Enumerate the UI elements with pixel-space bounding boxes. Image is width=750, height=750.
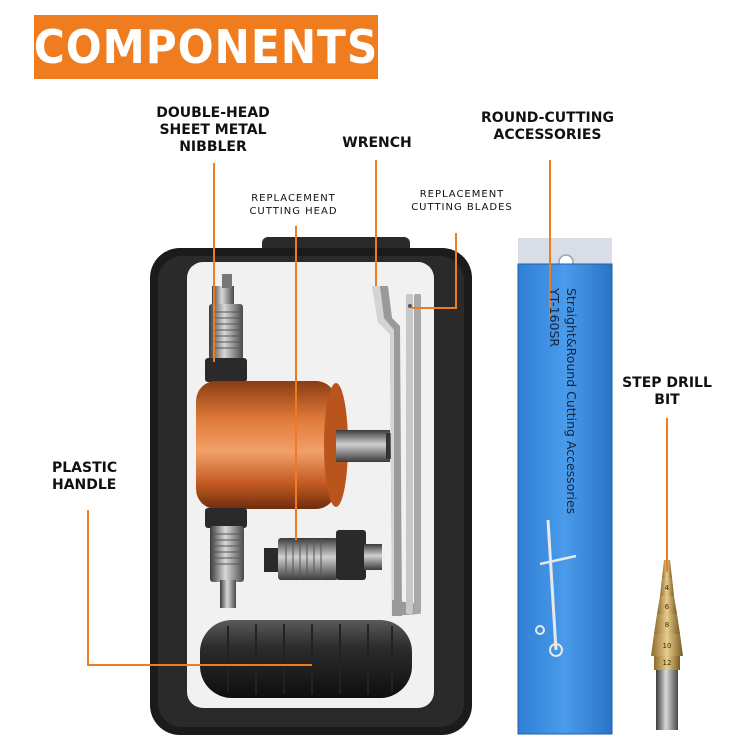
package-line-2: YT-160SR: [547, 288, 562, 348]
label-nibbler-line2: SHEET METAL: [159, 122, 267, 138]
label-round-cutting: ROUND-CUTTING ACCESSORIES: [470, 110, 625, 144]
label-replacement-head: REPLACEMENT CUTTING HEAD: [236, 192, 351, 218]
label-wrench: WRENCH: [342, 135, 412, 151]
step-drill-bit: [651, 560, 683, 730]
components-banner: COMPONENTS: [34, 15, 378, 79]
label-plastic-handle-line2: HANDLE: [52, 477, 117, 493]
plastic-handle: [200, 620, 412, 698]
round-cutting-package: [517, 238, 613, 735]
label-step-drill-line1: STEP DRILL: [622, 375, 712, 391]
replacement-cutting-blades: [406, 294, 421, 614]
label-plastic-handle-line1: PLASTIC: [52, 460, 118, 476]
replacement-cutting-head: [264, 530, 382, 580]
label-replacement-head-line1: REPLACEMENT: [251, 193, 336, 204]
label-round-cutting-line2: ACCESSORIES: [493, 127, 602, 143]
label-round-cutting-line1: ROUND-CUTTING: [481, 110, 614, 126]
drill-mark-10: 10: [663, 642, 672, 650]
drill-size-marks: 4 6 8 10 12: [663, 584, 672, 667]
drill-mark-8: 8: [665, 621, 669, 629]
label-replacement-blades-line1: REPLACEMENT: [419, 189, 505, 200]
label-step-drill: STEP DRILL BIT: [612, 375, 722, 409]
label-replacement-head-line2: CUTTING HEAD: [249, 206, 338, 217]
label-replacement-blades: REPLACEMENT CUTTING BLADES: [402, 188, 522, 214]
nibbler-tool: [196, 274, 394, 608]
leader-lines: [87, 160, 668, 666]
banner-title: COMPONENTS: [33, 20, 379, 74]
label-nibbler-line1: DOUBLE-HEAD: [156, 105, 270, 121]
label-nibbler: DOUBLE-HEAD SHEET METAL NIBBLER: [148, 105, 278, 156]
drill-mark-6: 6: [665, 603, 670, 611]
package-line-1: Straight&Round Cutting Accessories: [564, 288, 579, 515]
label-nibbler-line3: NIBBLER: [179, 139, 247, 155]
package-label: Straight&Round Cutting Accessories YT-16…: [546, 288, 580, 514]
drill-mark-12: 12: [663, 659, 672, 667]
label-step-drill-line2: BIT: [654, 392, 680, 408]
drill-mark-4: 4: [665, 584, 670, 592]
label-plastic-handle: PLASTIC HANDLE: [52, 460, 152, 494]
label-replacement-blades-line2: CUTTING BLADES: [411, 202, 513, 213]
